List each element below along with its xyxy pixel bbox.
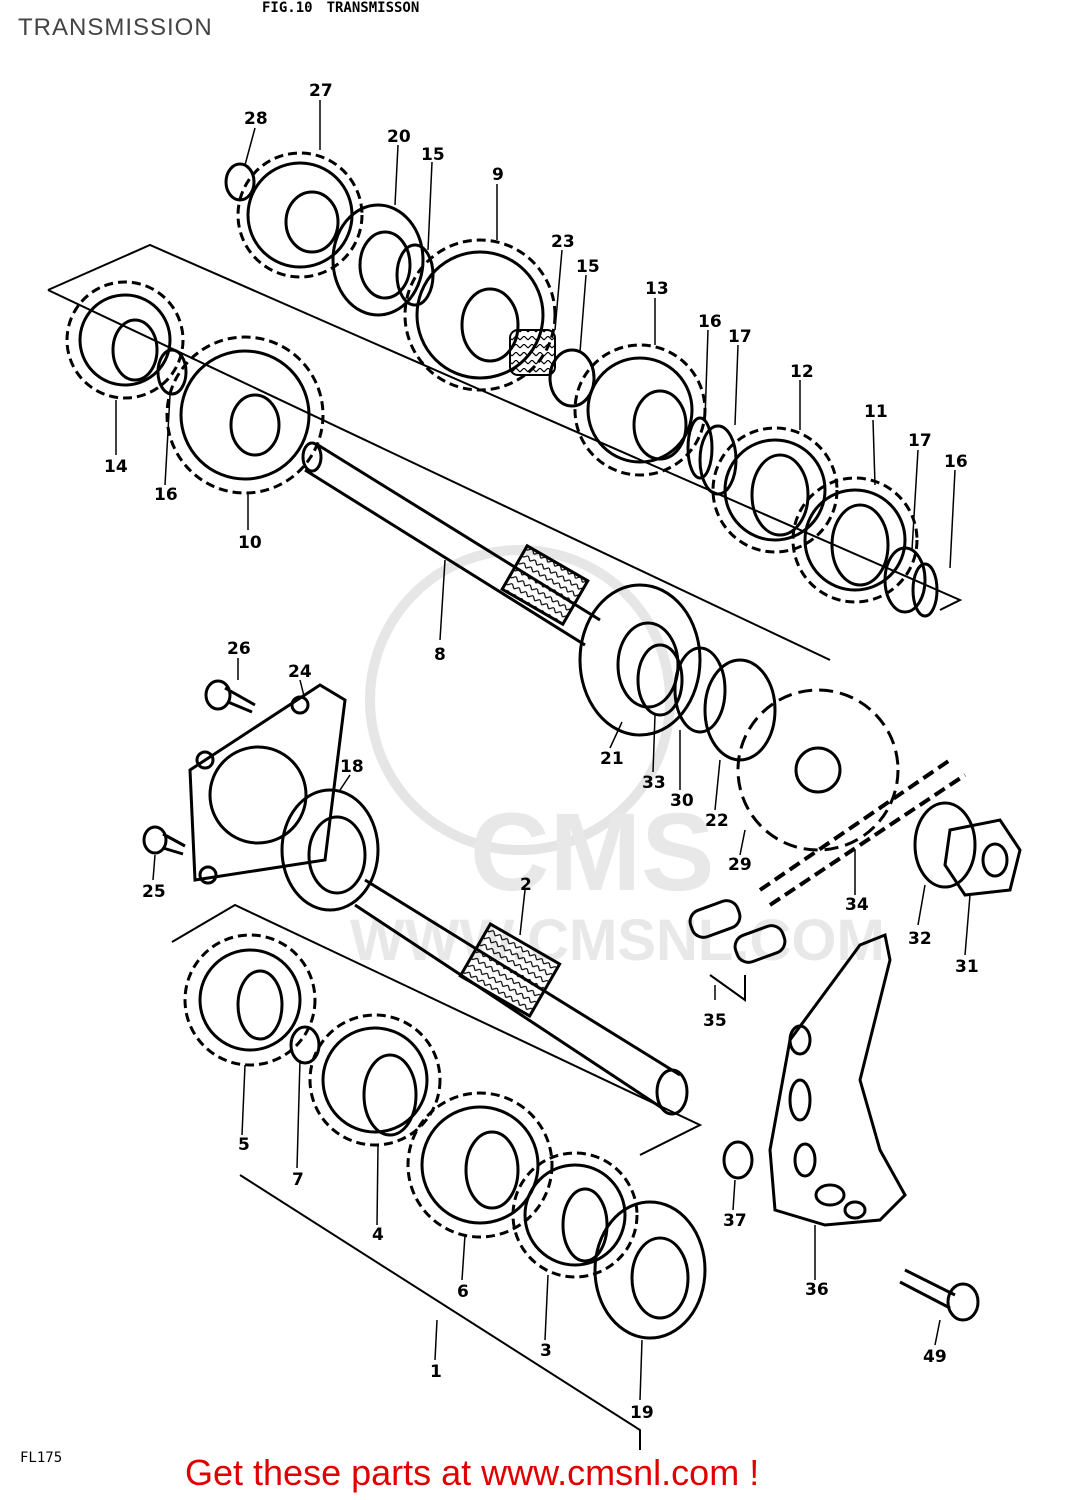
callout-1: 1 (430, 1362, 442, 1382)
washer-17b (883, 546, 927, 614)
gear-4 (308, 1013, 442, 1147)
callout-16c: 16 (154, 485, 178, 505)
bearing-19 (593, 1200, 707, 1340)
callout-11: 11 (864, 402, 888, 422)
nut-31 (943, 818, 1022, 897)
countershaft-8 (301, 441, 601, 647)
callout-12: 12 (790, 362, 814, 382)
cta-link[interactable]: Get these parts at www.cmsnl.com ! (185, 1452, 760, 1493)
washer-34 (913, 801, 977, 889)
figure-caption: FIG.10 TRANSMISSON (262, 0, 433, 16)
callout-31: 31 (955, 957, 979, 977)
spacer-33 (636, 643, 684, 717)
callout-23: 23 (551, 232, 575, 252)
callout-32: 32 (908, 929, 932, 949)
bolt-25 (142, 825, 186, 856)
callout-33: 33 (642, 773, 666, 793)
callout-18: 18 (340, 757, 364, 777)
callout-28: 28 (244, 109, 268, 129)
callout-29: 29 (728, 855, 752, 875)
cover-plate-24 (188, 683, 347, 885)
gear-12 (711, 426, 839, 554)
washer-15 (395, 243, 435, 307)
figure-label: FIG.10 (262, 0, 313, 16)
watermark-brand: CMS (470, 791, 714, 914)
callout-3: 3 (540, 1341, 552, 1361)
callout-2: 2 (520, 875, 532, 895)
callout-30: 30 (670, 791, 694, 811)
gear-27 (236, 151, 364, 279)
callout-15: 15 (421, 145, 445, 165)
callout-16b: 16 (944, 452, 968, 472)
callout-17b: 17 (908, 431, 932, 451)
gear-14 (65, 280, 185, 400)
circlip-28 (224, 162, 256, 202)
callout-27: 27 (309, 81, 333, 101)
gear-13 (573, 343, 707, 477)
callout-6: 6 (457, 1282, 469, 1302)
watermark-url: WWW.CMSNL.COM (350, 908, 885, 973)
callout-25: 25 (142, 882, 166, 902)
callout-13: 13 (645, 279, 669, 299)
gear-6 (406, 1091, 554, 1239)
washer-15b (548, 348, 596, 408)
page-title: TRANSMISSION (18, 14, 213, 41)
circlip-16 (686, 416, 714, 480)
sprocket-29 (736, 688, 900, 852)
callout-19: 19 (630, 1403, 654, 1423)
chain (758, 758, 967, 907)
callout-16: 16 (698, 312, 722, 332)
needle-bearing-23 (509, 329, 556, 376)
callout-15b: 15 (576, 257, 600, 277)
callout-numbers: 27 28 20 15 9 23 15 13 16 17 12 11 17 16… (104, 81, 979, 1423)
model-code: FL175 (20, 1450, 63, 1466)
countershaft-group-outline (47, 243, 963, 661)
callout-14: 14 (104, 457, 128, 477)
callout-9: 9 (492, 165, 504, 185)
mainshaft-2 (354, 878, 689, 1116)
gear-11 (791, 476, 919, 604)
callout-21: 21 (600, 749, 624, 769)
callout-35: 35 (703, 1011, 727, 1031)
callout-8: 8 (434, 645, 446, 665)
oring-30 (673, 646, 727, 734)
bearing-18 (280, 788, 380, 912)
callout-22: 22 (705, 811, 729, 831)
washer-17 (698, 424, 738, 496)
chain-guide-36 (768, 932, 907, 1227)
figure-title: TRANSMISSON (326, 0, 420, 16)
circlip-16b (911, 562, 939, 618)
mainshaft-group-outline (171, 903, 703, 1450)
master-link-35 (688, 899, 787, 964)
callout-20: 20 (387, 127, 411, 147)
callout-49: 49 (923, 1347, 947, 1367)
gear-9 (403, 238, 557, 392)
gear-10 (165, 335, 325, 495)
callout-26: 26 (227, 639, 251, 659)
callout-24: 24 (288, 662, 312, 682)
callout-17: 17 (728, 327, 752, 347)
cms-watermark: CMS WWW.CMSNL.COM (350, 545, 885, 973)
gear-5 (183, 933, 317, 1067)
callout-4: 4 (372, 1225, 384, 1245)
callout-34: 34 (845, 895, 869, 915)
callout-10: 10 (238, 533, 262, 553)
callout-leaders (115, 100, 971, 1401)
circlip-16c (156, 348, 188, 396)
bolt-49 (899, 1268, 980, 1322)
callout-5: 5 (238, 1135, 250, 1155)
bearing-20 (331, 203, 425, 317)
callout-37: 37 (723, 1211, 747, 1231)
callout-36: 36 (805, 1280, 829, 1300)
collar-37 (722, 1140, 754, 1180)
bearing-21 (578, 583, 702, 737)
bolt-26 (204, 679, 256, 714)
callout-7: 7 (292, 1170, 304, 1190)
